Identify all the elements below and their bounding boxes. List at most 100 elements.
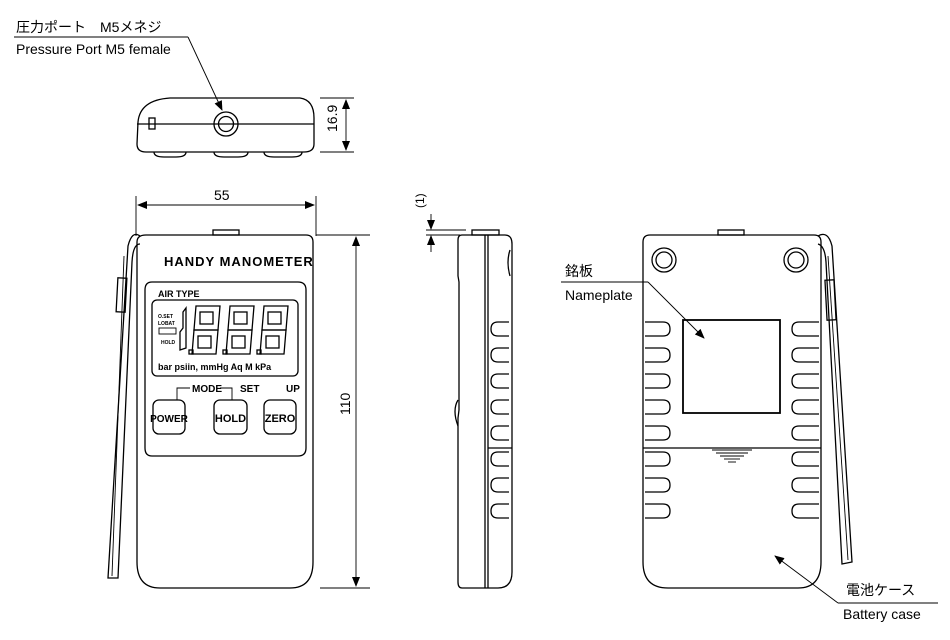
grip-rib: [645, 347, 671, 363]
decimal-point-3: [256, 349, 262, 355]
nameplate: [682, 319, 781, 414]
side-grips: [490, 321, 509, 519]
digit-8-b: [225, 305, 255, 355]
top-view-body: [136, 97, 315, 153]
indicator-bar: [158, 327, 177, 335]
rear-grips-left: [645, 321, 671, 519]
digit-8-a: [191, 305, 221, 355]
rear-grips-right: [791, 321, 819, 519]
pressure-port-leader-arrow: [187, 36, 223, 111]
indicator-oset: O.SET: [158, 314, 173, 320]
decimal-point-2: [222, 349, 228, 355]
product-name: HANDY MANOMETER: [164, 254, 314, 269]
dim-height-value: 110: [337, 392, 353, 415]
indicator-lobat: LOBAT: [158, 321, 175, 327]
grip-rib: [645, 425, 671, 441]
nameplate-leader-arrow: [647, 281, 705, 339]
grip-rib: [791, 451, 819, 467]
grip-rib: [490, 451, 509, 467]
wrist-strap: [107, 233, 141, 579]
rear-top-tab: [717, 229, 745, 236]
grip-rib: [791, 399, 819, 415]
battery-label-en: Battery case: [843, 606, 921, 622]
side-body: [457, 234, 513, 589]
grip-rib: [791, 347, 819, 363]
rear-wrist-strap: [817, 233, 853, 565]
screw-left-outer: [651, 247, 677, 273]
grip-rib: [490, 321, 509, 337]
strap-inner-line: [111, 255, 125, 577]
screw-right-inner: [787, 251, 805, 269]
side-view: (1): [413, 193, 513, 589]
grip-rib: [791, 503, 819, 519]
key-label-up: UP: [286, 384, 300, 395]
grip-rib: [645, 373, 671, 389]
strap-slot: [148, 117, 156, 130]
key-label-set: SET: [240, 384, 259, 395]
rear-body: [642, 234, 822, 589]
units-line: bar psiin, mmHg Aq M kPa: [158, 362, 272, 372]
grip-rib: [490, 477, 509, 493]
width-dimension: 55: [135, 187, 317, 236]
top-view: 16.9: [136, 97, 354, 158]
foot-right: [263, 151, 303, 158]
power-button-label: POWER: [150, 414, 189, 425]
grip-rib: [490, 425, 509, 441]
side-top-tab: [471, 229, 500, 236]
rear-strap-inner-line: [827, 255, 849, 561]
lcd-digits: [179, 305, 289, 355]
pressure-port-outer: [213, 111, 239, 137]
dim-width-value: 55: [214, 187, 230, 203]
nameplate-label-en: Nameplate: [565, 287, 633, 303]
panel-bezel: [144, 281, 307, 457]
foot-middle: [213, 151, 249, 158]
dim-thickness-value: 16.9: [324, 105, 340, 132]
decimal-point-1: [188, 349, 194, 355]
rear-view: 銘板 Nameplate 電池ケース Battery case: [561, 229, 938, 622]
screw-right-outer: [783, 247, 809, 273]
lcd-window: [151, 299, 299, 377]
grip-rib: [791, 477, 819, 493]
pressure-port-callout: 圧力ポート M5メネジ Pressure Port M5 female: [14, 19, 223, 111]
front-body: [136, 234, 314, 589]
grip-rib: [791, 373, 819, 389]
grip-rib: [490, 503, 509, 519]
zero-button-label: ZERO: [265, 413, 296, 425]
grip-rib: [490, 373, 509, 389]
mode-bracket-right: [220, 387, 233, 400]
grip-rib: [490, 399, 509, 415]
battery-label-jp: 電池ケース: [846, 582, 915, 598]
power-button[interactable]: POWER: [150, 399, 189, 435]
hold-button[interactable]: HOLD: [213, 399, 248, 435]
front-view: HANDY MANOMETER AIR TYPE O.SET LOBAT HOL…: [107, 229, 370, 589]
mode-bracket-left: [176, 387, 190, 400]
grip-rib: [645, 321, 671, 337]
nameplate-label-jp: 銘板: [565, 263, 593, 279]
grip-rib: [645, 451, 671, 467]
side-strap-slot: [507, 249, 511, 277]
digit-1: [179, 306, 187, 351]
pressure-port-label-jp: 圧力ポート M5メネジ: [16, 19, 161, 35]
grip-rib: [645, 477, 671, 493]
indicator-hold: HOLD: [161, 340, 176, 346]
hold-button-label: HOLD: [215, 413, 246, 425]
pressure-port-label-en: Pressure Port M5 female: [16, 41, 171, 57]
grip-rib: [791, 425, 819, 441]
side-button: [454, 399, 459, 427]
lcd-header: AIR TYPE: [158, 289, 200, 299]
digit-8-c: [259, 305, 289, 355]
rear-strap-sleeve: [824, 279, 837, 321]
grip-rib: [791, 321, 819, 337]
screw-left-inner: [655, 251, 673, 269]
grip-rib: [645, 503, 671, 519]
grip-rib: [490, 347, 509, 363]
key-label-mode: MODE: [192, 384, 222, 395]
strap-sleeve: [115, 277, 128, 313]
battery-leader-arrow: [774, 555, 839, 604]
top-tab: [212, 229, 240, 236]
dim-tab-value: (1): [413, 193, 427, 208]
pressure-port-inner: [217, 115, 235, 133]
foot-left: [153, 151, 187, 158]
zero-button[interactable]: ZERO: [263, 399, 297, 435]
